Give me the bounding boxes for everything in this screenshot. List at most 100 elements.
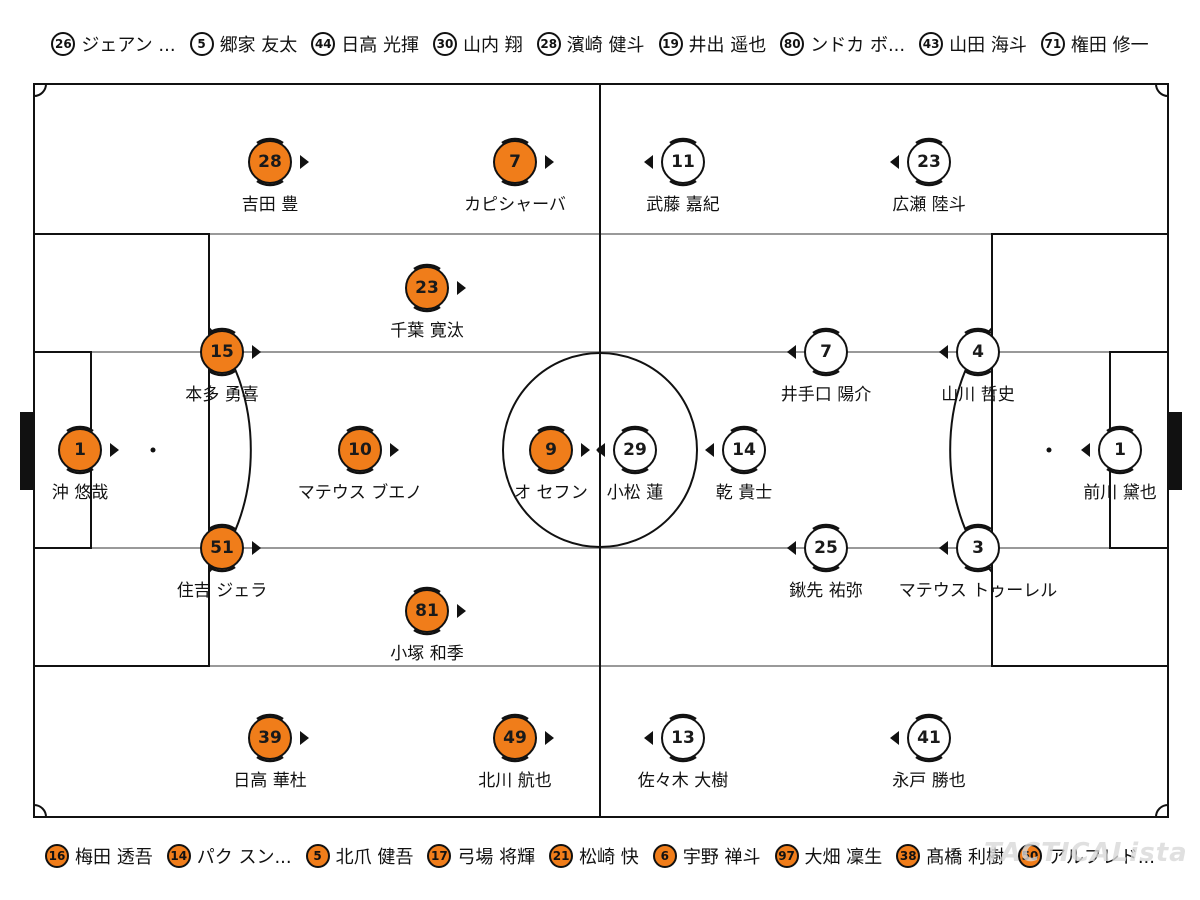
- bench-player-name: 大畑 凜生: [804, 847, 883, 868]
- player-token: 14: [705, 425, 766, 475]
- player-token: 29: [596, 425, 657, 475]
- player-token: 39: [248, 713, 309, 763]
- player-token: 7: [493, 137, 554, 187]
- player-number: 11: [661, 140, 705, 184]
- player-number: 81: [405, 589, 449, 633]
- player-token: 9: [529, 425, 590, 475]
- bench-number-badge: 5: [189, 32, 214, 56]
- player-number: 39: [248, 716, 292, 760]
- player-token: 3: [939, 523, 1000, 573]
- bench-player-name: 山田 海斗: [949, 35, 1027, 56]
- home-player: 51 住吉 ジェラ: [142, 523, 302, 601]
- direction-arrow-icon: [252, 541, 261, 555]
- bench-player-name: 日高 光揮: [341, 35, 420, 56]
- direction-arrow-icon: [890, 155, 899, 169]
- bench-player-name: 井出 遥也: [688, 35, 767, 56]
- bench-number-badge: 21: [549, 844, 574, 868]
- direction-arrow-icon: [545, 731, 554, 745]
- player-name: 日高 華杜: [233, 771, 307, 791]
- left-goal: [20, 412, 34, 490]
- player-number: 15: [200, 330, 244, 374]
- player-number: 23: [405, 266, 449, 310]
- player-name: 広瀬 陸斗: [892, 195, 966, 215]
- bench-number-badge: 97: [774, 844, 799, 868]
- player-token: 15: [200, 327, 261, 377]
- bench-player-name: 山内 翔: [463, 35, 523, 56]
- direction-arrow-icon: [939, 345, 948, 359]
- direction-arrow-icon: [644, 155, 653, 169]
- bench-number-badge: 16: [44, 844, 69, 868]
- home-player: 39 日高 華杜: [190, 713, 350, 791]
- player-name: 北川 航也: [478, 771, 552, 791]
- center-circle: [502, 352, 698, 548]
- away-player: 4 山川 哲史: [898, 327, 1058, 405]
- player-number: 13: [661, 716, 705, 760]
- player-name: 千葉 寛汰: [390, 321, 464, 341]
- direction-arrow-icon: [787, 541, 796, 555]
- bench-number-badge: 71: [1040, 32, 1065, 56]
- corner-arc: [33, 83, 47, 97]
- player-token: 25: [787, 523, 848, 573]
- player-name: 沖 悠哉: [51, 483, 109, 503]
- home-player: 23 千葉 寛汰: [347, 263, 507, 341]
- right-penalty-spot: [1046, 447, 1052, 453]
- player-token: 4: [939, 327, 1000, 377]
- player-name: 佐々木 大樹: [637, 771, 729, 791]
- direction-arrow-icon: [705, 443, 714, 457]
- player-number: 23: [907, 140, 951, 184]
- bench-number-badge: 5: [305, 844, 330, 868]
- player-name: カピシャーバ: [464, 195, 566, 215]
- bench-number-badge: 14: [166, 844, 191, 868]
- away-player: 11 武藤 嘉紀: [603, 137, 763, 215]
- player-token: 51: [200, 523, 261, 573]
- player-name: 山川 哲史: [941, 385, 1015, 405]
- bench-number-badge: 26: [51, 32, 76, 56]
- bench-player-name: ンドカ ボ...: [810, 35, 906, 56]
- player-token: 1: [58, 425, 119, 475]
- bench-player-name: 松崎 快: [579, 847, 639, 868]
- player-name: マテウス ブエノ: [297, 483, 423, 503]
- player-name: 本多 勇喜: [185, 385, 259, 405]
- player-number: 49: [493, 716, 537, 760]
- direction-arrow-icon: [300, 155, 309, 169]
- direction-arrow-icon: [1081, 443, 1090, 457]
- player-token: 7: [787, 327, 848, 377]
- player-name: 住吉 ジェラ: [176, 581, 268, 601]
- bench-player-name: 宇野 禅斗: [682, 847, 761, 868]
- home-player: 49 北川 航也: [435, 713, 595, 791]
- direction-arrow-icon: [457, 281, 466, 295]
- player-name: 小塚 和季: [390, 644, 464, 664]
- player-token: 41: [890, 713, 951, 763]
- bench-player-name: 郷家 友太: [219, 35, 298, 56]
- away-player: 25 鍬先 祐弥: [746, 523, 906, 601]
- player-name: 武藤 嘉紀: [646, 195, 720, 215]
- bench-number-badge: 80: [780, 32, 805, 56]
- direction-arrow-icon: [939, 541, 948, 555]
- player-number: 7: [804, 330, 848, 374]
- home-player: 7 カピシャーバ: [435, 137, 595, 215]
- bench-player-name: アルフレド...: [1048, 847, 1156, 868]
- player-number: 1: [1098, 428, 1142, 472]
- player-name: 鍬先 祐弥: [789, 581, 863, 601]
- direction-arrow-icon: [545, 155, 554, 169]
- player-number: 51: [200, 526, 244, 570]
- corner-arc: [1155, 83, 1169, 97]
